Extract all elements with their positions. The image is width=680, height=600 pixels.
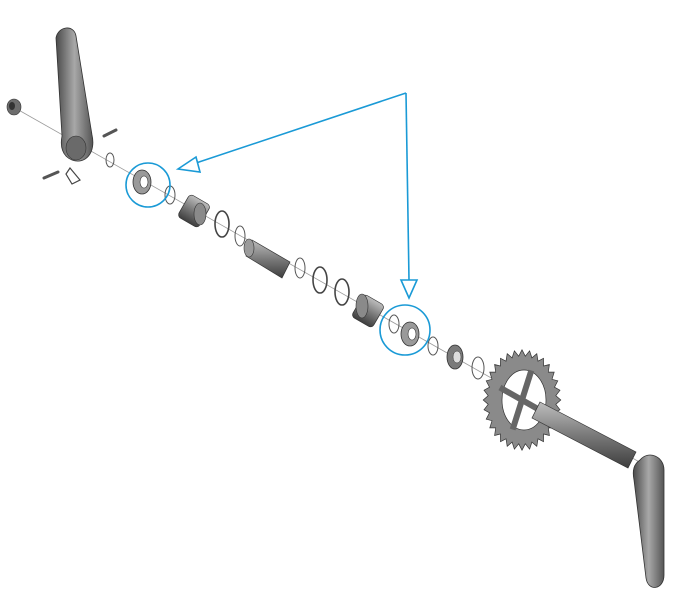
lock-ring (446, 344, 464, 370)
arrowhead-left (175, 155, 202, 173)
arrowhead-right (399, 279, 419, 300)
left-crank-arm (55, 27, 94, 162)
right-spacer-washer (400, 321, 420, 347)
seal-ring (334, 278, 350, 306)
left-bearing-cup (178, 194, 210, 228)
o-ring (234, 225, 246, 247)
right-crank-arm (632, 454, 665, 588)
chainring (482, 349, 562, 451)
o-ring (471, 356, 485, 380)
pinch-bolts (42, 128, 118, 180)
right-bearing-cup (352, 293, 384, 328)
inner-sleeve (243, 238, 291, 279)
chainring-spider-arm (519, 369, 535, 401)
callout-leader-right (405, 92, 410, 281)
o-ring (427, 336, 439, 356)
o-ring (105, 152, 115, 168)
callout-leader-left (192, 92, 407, 165)
spindle (531, 401, 637, 469)
chainring-spider-arm (509, 399, 525, 431)
callout-circle-left (125, 162, 171, 208)
left-cap-bolt (6, 98, 22, 116)
callout-arrows (125, 92, 431, 356)
chainring-spider-arm (498, 384, 524, 403)
o-ring (388, 314, 400, 334)
o-ring (294, 257, 306, 279)
seal-ring (312, 266, 328, 294)
seal-ring (214, 210, 230, 238)
safety-plate (65, 166, 81, 185)
left-spacer-washer (132, 169, 152, 195)
callout-circle-right (379, 304, 431, 356)
